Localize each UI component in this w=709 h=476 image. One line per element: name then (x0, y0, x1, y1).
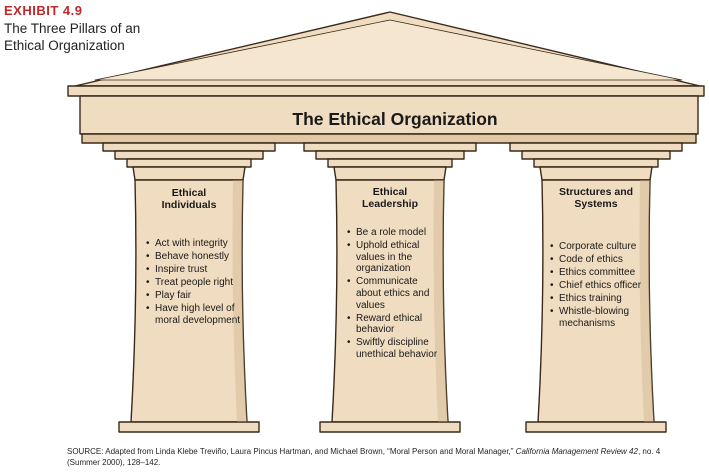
pillar-1-list: Act with integrity Behave honestly Inspi… (145, 238, 241, 328)
list-item: Communicate about ethics and values (346, 276, 442, 311)
list-item: Swiftly discipline unethical behavior (346, 337, 442, 360)
list-item: Be a role model (346, 227, 442, 239)
source-citation: SOURCE: Adapted from Linda Klebe Treviño… (67, 446, 677, 468)
list-item: Ethics committee (549, 267, 649, 279)
list-item: Chief ethics officer (549, 280, 649, 292)
source-prefix: SOURCE: Adapted from Linda Klebe Treviño… (67, 447, 516, 456)
list-item: Ethics training (549, 293, 649, 305)
pillar-2-heading: Ethical Leadership (361, 186, 419, 210)
exhibit-label: EXHIBIT 4.9 (4, 3, 83, 18)
pillar-3-heading: Structures and Systems (558, 186, 634, 210)
list-item: Act with integrity (145, 238, 241, 250)
list-item: Corporate culture (549, 241, 649, 253)
list-item: Code of ethics (549, 254, 649, 266)
source-journal: California Management Review 42 (515, 447, 638, 456)
list-item: Uphold ethical values in the organizatio… (346, 240, 442, 275)
pillar-2-list: Be a role model Uphold ethical values in… (346, 227, 442, 362)
list-item: Have high level of moral development (145, 303, 241, 326)
list-item: Behave honestly (145, 251, 241, 263)
list-item: Inspire trust (145, 264, 241, 276)
temple-title: The Ethical Organization (292, 109, 498, 129)
pillar-3-list: Corporate culture Code of ethics Ethics … (549, 241, 649, 331)
exhibit-title: The Three Pillars of an Ethical Organiza… (4, 21, 141, 53)
temple-illustration (67, 11, 705, 433)
pillar-1-heading: Ethical Individuals (161, 187, 217, 211)
source-suffix: , no. 4 (Summer 2000), 128–142. (67, 447, 661, 467)
list-item: Treat people right (145, 277, 241, 289)
list-item: Reward ethical behavior (346, 313, 442, 336)
list-item: Play fair (145, 290, 241, 302)
list-item: Whistle-blowing mechanisms (549, 306, 649, 329)
